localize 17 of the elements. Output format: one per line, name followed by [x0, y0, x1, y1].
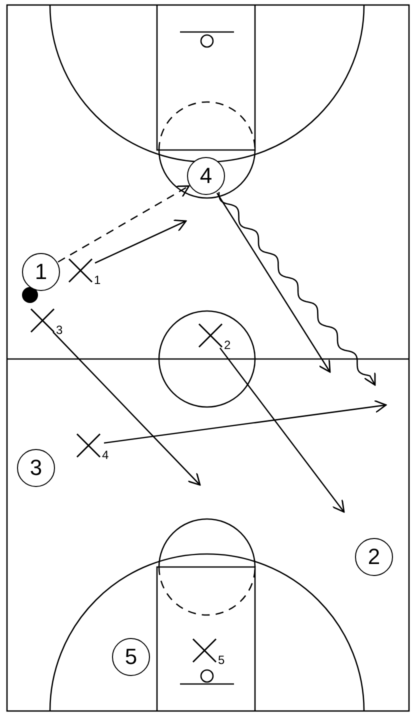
player-circle: 2: [355, 538, 393, 576]
pass-arrow: [58, 185, 190, 263]
defender-number: 1: [94, 273, 101, 287]
defender-number: 2: [224, 338, 231, 352]
cut-arrow: [219, 348, 345, 513]
player-circle: 4: [187, 157, 225, 195]
cut-arrow: [104, 400, 387, 444]
defender-number: 5: [218, 653, 225, 667]
cut-arrow: [94, 219, 187, 264]
defender-number: 4: [102, 448, 109, 462]
defender-number: 3: [56, 323, 63, 337]
player-circle: 5: [112, 638, 150, 676]
player-circle: 3: [17, 449, 55, 487]
cut-arrow: [216, 192, 331, 373]
cut-arrow: [52, 332, 201, 486]
dribble-arrow: [218, 192, 376, 386]
player-circle: 1: [22, 253, 60, 291]
